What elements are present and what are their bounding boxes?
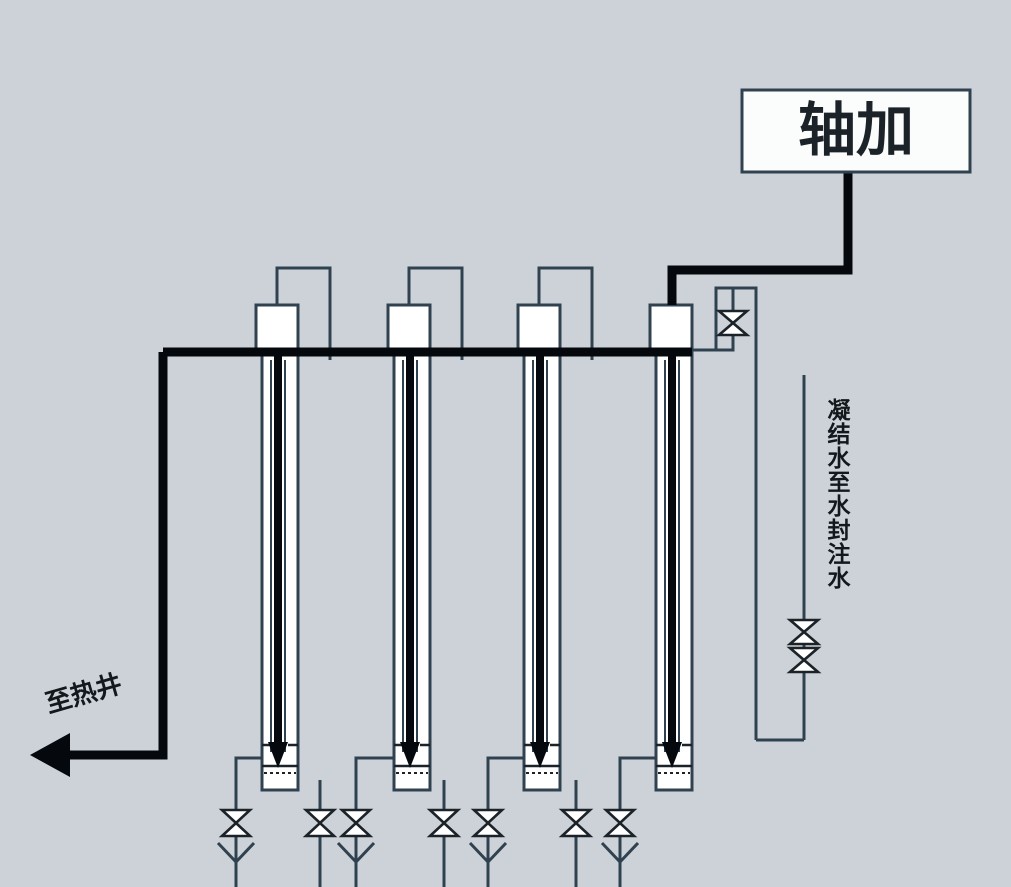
internal-downcomer-arrowheads [268,742,682,768]
condensate-to-seal-label: 凝结水至水封注水 [823,397,851,590]
shaft-seal-heater-label: 轴加 [798,96,914,164]
shaft-seal-supply-pipe [667,172,853,305]
heater-1-top-loop [275,266,332,360]
internal-downcomer-tubes [274,352,676,742]
internal-tube-outlines [270,360,680,752]
shaft-seal-heater-box-frame [740,88,972,174]
drain-valve-lower-right[interactable] [786,646,822,674]
drain-valve-2b[interactable] [426,808,462,838]
condensate-riser [756,375,806,742]
to-hotwell-pipe [60,352,168,760]
main-process-header [60,172,853,760]
heater-drain-lines [234,756,656,800]
level-hatch [262,743,692,768]
y-fittings [216,841,640,865]
drain-valve-upper-right[interactable] [786,618,822,646]
valve-symbols [218,309,822,838]
drain-valve-3b[interactable] [558,808,594,838]
drain-valve-2a[interactable] [338,808,374,838]
heater-2-top-loop [407,266,464,360]
drain-valve-1a[interactable] [218,808,254,838]
drain-valve-3a[interactable] [470,808,506,838]
to-hotwell-arrowhead [30,733,70,777]
heater-3-top-loop [537,266,594,360]
bypass-valve-heater-4[interactable] [715,309,751,337]
heater-4-bypass-line [692,286,758,740]
condensate-to-seal-label-group: 凝结水至水封注水 [823,397,851,590]
drain-valve-1b[interactable] [302,808,338,838]
drain-valve-4a[interactable] [602,808,638,838]
shaft-seal-heater-box[interactable]: 轴加 [740,88,972,174]
vessel-outlines [254,303,694,792]
